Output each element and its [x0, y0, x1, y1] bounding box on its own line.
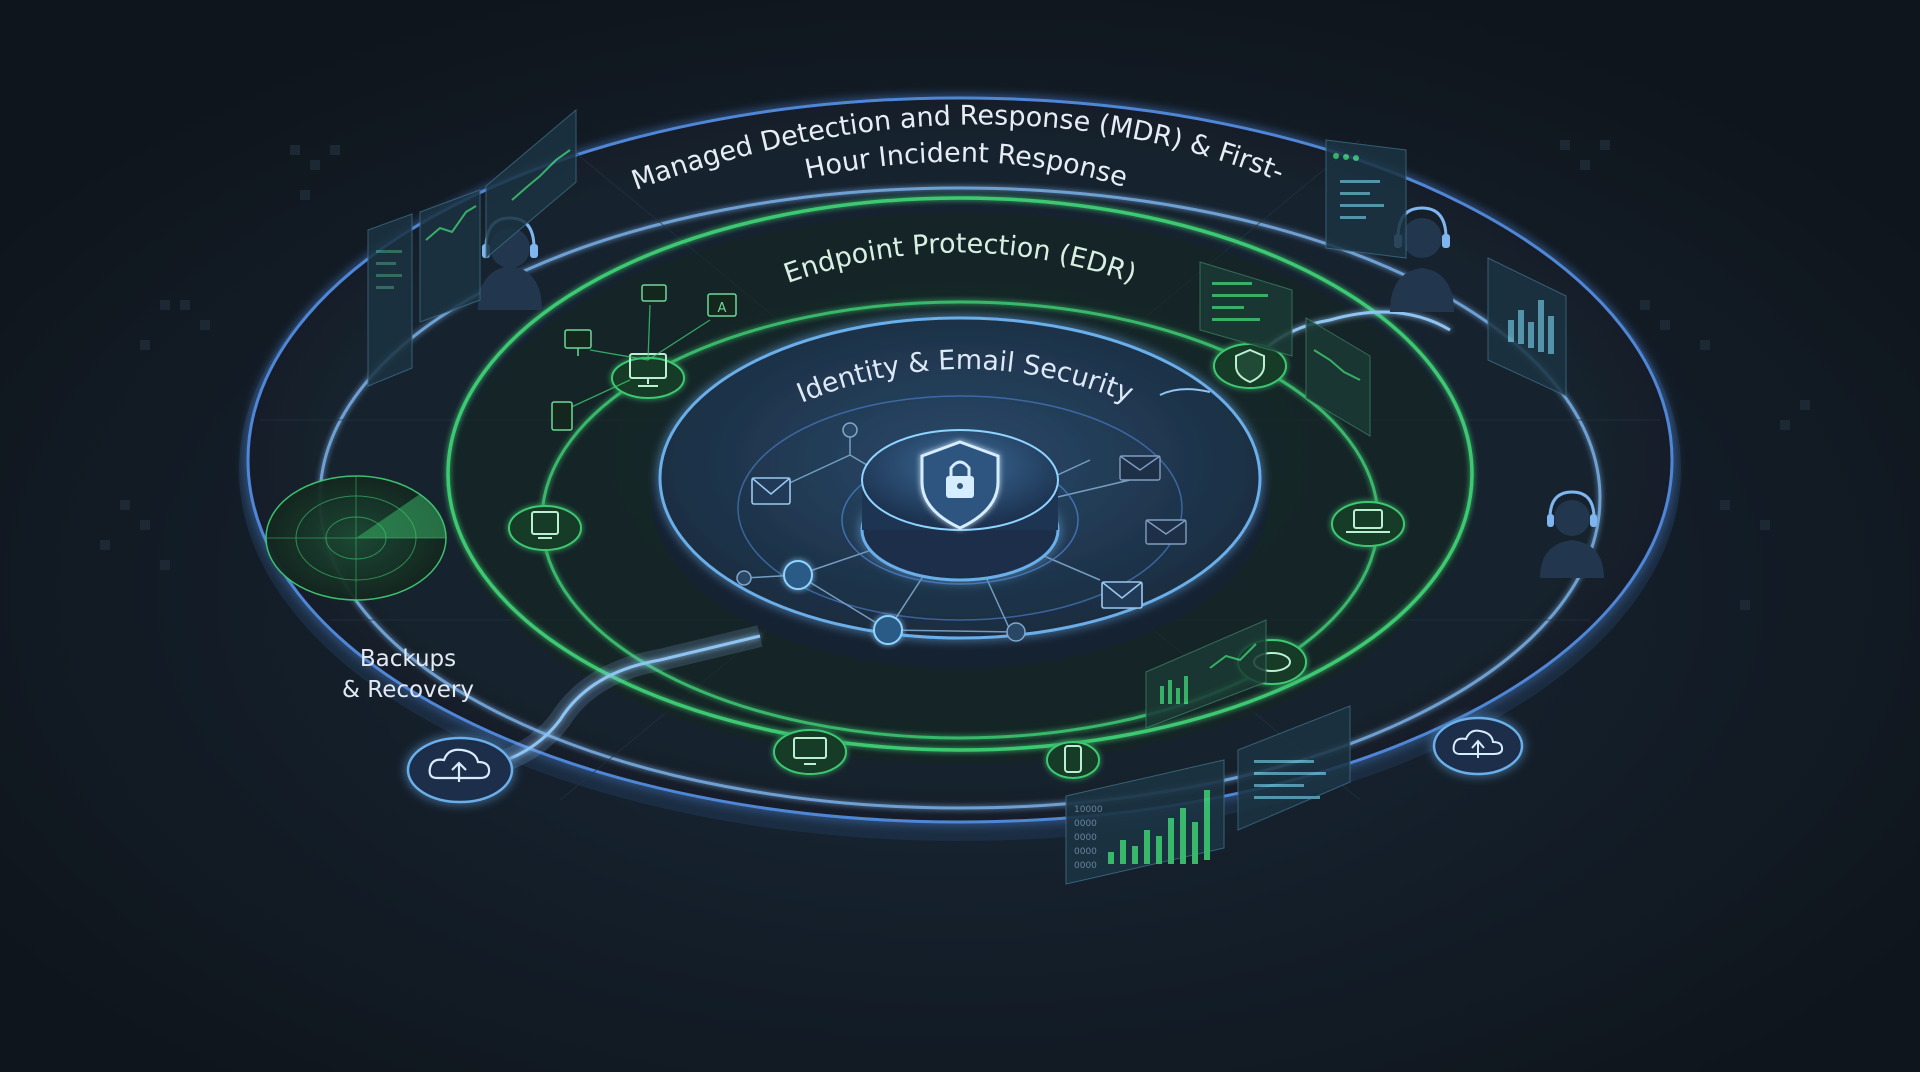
chart-panel-icon: 10000 0000 0000 0000 0000	[1065, 759, 1225, 885]
network-nodes	[736, 422, 1026, 645]
phone-icon	[1064, 745, 1082, 773]
panel-number-3: 0000	[1074, 833, 1097, 843]
panel-number-5: 0000	[1074, 861, 1097, 871]
radar-icon	[265, 475, 447, 601]
chart-panel-icon	[1199, 261, 1371, 437]
backup-cloud-node[interactable]	[406, 736, 514, 804]
envelope-icon	[1119, 455, 1161, 481]
monitor-icon	[793, 737, 827, 765]
background-pixel-pattern	[100, 140, 1810, 610]
laptop-icon	[1346, 509, 1390, 533]
chart-panel-icon	[1325, 139, 1407, 259]
cloud-upload-icon	[1452, 729, 1504, 758]
edr-branch-lines	[564, 304, 711, 411]
chart-panel-icon	[1487, 257, 1567, 397]
chart-panel-icon	[1145, 619, 1267, 729]
lock-glyph: A	[718, 301, 727, 316]
laptop-node	[1331, 501, 1405, 547]
shield-icon	[1235, 348, 1265, 384]
panel-number-1: 10000	[1074, 805, 1103, 815]
device-icons-small	[551, 284, 737, 431]
panel-number-4: 0000	[1074, 847, 1097, 857]
backups-recovery-label: Backups & Recovery	[318, 644, 498, 706]
shield-lock-icon	[920, 440, 1000, 530]
tablet-icon	[531, 511, 559, 539]
shield-node	[1213, 343, 1287, 389]
cloud-upload-icon	[428, 748, 491, 782]
chart-panel-icon	[1237, 705, 1351, 831]
envelope-icon	[1101, 581, 1143, 609]
backup-cloud-node-right[interactable]	[1432, 716, 1524, 776]
envelope-icon	[1145, 519, 1187, 545]
analyst-headset-icon	[1540, 490, 1604, 578]
tablet-node	[508, 505, 582, 551]
backups-label-line1: Backups	[359, 646, 457, 672]
desktop-node	[773, 729, 847, 775]
envelope-icon	[751, 477, 791, 505]
backups-label-line2: & Recovery	[342, 677, 474, 703]
phone-node	[1046, 741, 1100, 779]
panel-number-2: 0000	[1074, 819, 1097, 829]
chart-panel-icon	[367, 108, 577, 387]
